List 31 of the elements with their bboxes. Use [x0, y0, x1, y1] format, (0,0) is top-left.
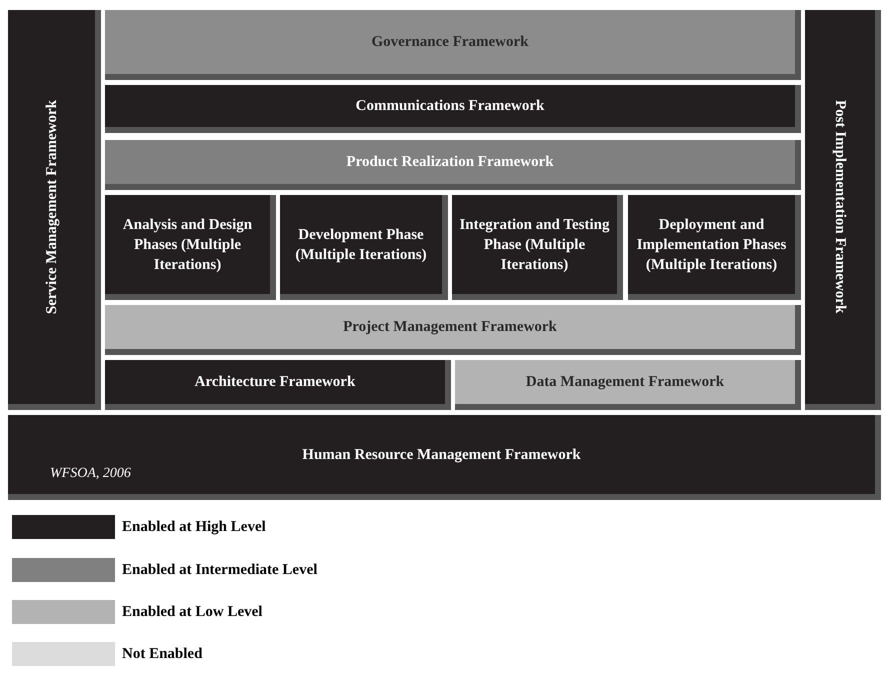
- framework-block: [628, 195, 801, 300]
- block-title: Development Phase (Multiple Iterations): [294, 226, 428, 264]
- framework-block: [105, 195, 276, 300]
- framework-block: [455, 360, 801, 410]
- block-title: Human Resource Management Framework: [302, 446, 581, 464]
- legend-label: Enabled at Low Level: [122, 603, 262, 622]
- framework-block: [452, 195, 623, 300]
- block-title: Deployment and Implementation Phases (Multiple Iterations): [636, 216, 788, 274]
- block-title: Governance Framework: [371, 33, 529, 52]
- block-title: Data Management Framework: [526, 373, 724, 392]
- block-title: Integration and Testing Phase (Multiple Iterations): [458, 216, 611, 274]
- block-title: Product Realization Framework: [346, 153, 554, 172]
- framework-block: [8, 10, 101, 410]
- block-title: Post Implementation Framework: [831, 100, 849, 314]
- legend-label: Not Enabled: [122, 645, 202, 664]
- block-title: Architecture Framework: [194, 373, 356, 392]
- block-title: Analysis and Design Phases (Multiple Iterations): [122, 216, 254, 274]
- block-title: Project Management Framework: [343, 318, 557, 337]
- framework-block: [280, 195, 448, 300]
- framework-block: [105, 10, 801, 80]
- framework-block: [805, 10, 881, 410]
- citation-text: WFSOA, 2006: [50, 465, 131, 483]
- framework-block: [105, 85, 801, 133]
- framework-block: [105, 140, 801, 190]
- framework-block: [105, 360, 451, 410]
- framework-block: [105, 305, 801, 355]
- block-title: Service Management Framework: [42, 100, 60, 314]
- framework-block: [8, 415, 881, 500]
- block-title: Communications Framework: [356, 97, 544, 116]
- legend-label: Enabled at High Level: [122, 518, 266, 537]
- legend-label: Enabled at Intermediate Level: [122, 561, 318, 580]
